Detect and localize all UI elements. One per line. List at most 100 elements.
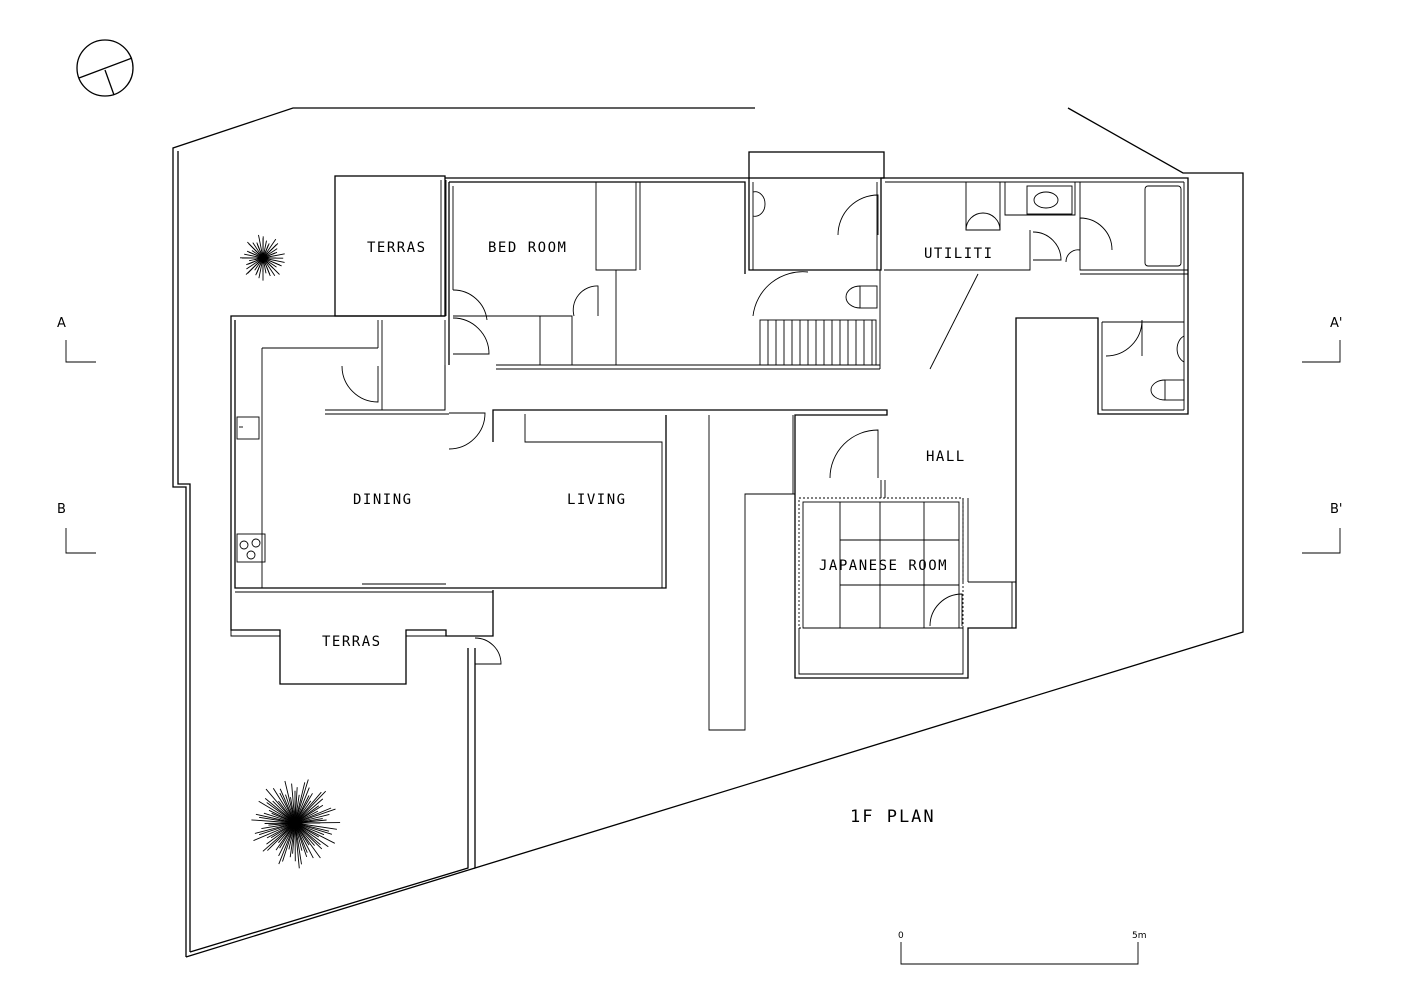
tree-branch [262,244,277,259]
tree-branch [294,822,329,848]
tree-branch [294,813,330,824]
scale-bar-start: 0 [898,931,904,941]
tree-branch [256,244,264,259]
stair-icon [759,319,877,366]
tree-branch [294,805,320,824]
room-label-utiliti: UTILITI [924,246,994,262]
tree-branch [279,792,296,824]
tree-branch [262,238,277,259]
tree-branch [261,822,296,830]
section-mark-b-right: B' [1302,502,1343,554]
drawing-title: 1F PLAN [850,807,936,827]
toilet-icon [845,285,878,309]
tree-branch [262,257,267,274]
tree-branch [249,257,264,262]
tree-branch [262,240,267,259]
room-label-living: LIVING [567,492,627,508]
room-label-terras-south: TERRAS [322,634,382,650]
tree-branch [252,242,264,259]
room-label-bed-room: BED ROOM [488,240,567,256]
tree-branch [248,251,264,259]
tree-branch [294,795,310,824]
tree-branch [294,808,336,824]
tree-branch [262,244,269,259]
section-label-a-right: A' [1330,316,1342,331]
tree-branch [294,822,314,859]
tree-branch [284,780,296,824]
section-label-a-left: A [57,316,66,331]
tree-branch [262,257,280,275]
tree-branch [294,822,308,853]
site-boundary [172,107,1244,958]
stove-icon [236,533,266,563]
tree-branch [262,257,285,263]
door-swings [341,194,1143,665]
tree-branch [262,253,285,259]
room-label-japanese-room: JAPANESE ROOM [819,558,948,574]
tree-branch [262,248,278,259]
tree-branch [265,788,296,824]
section-mark-a-left: A [57,316,96,363]
japanese-room-tatami [798,480,1016,675]
tree-branch [246,257,264,270]
toilet-icon [1150,335,1185,401]
tree-branch [258,257,264,279]
tree-branch [253,822,296,842]
tree-branch [259,816,296,824]
section-label-b-right: B' [1330,502,1343,517]
tree-branch [244,253,264,259]
tree-branch [294,822,337,830]
tree-branch [263,812,296,824]
tree-branch [262,257,271,275]
tree-branch [247,257,264,274]
tree-branch [251,819,296,824]
house-walls [445,151,1189,679]
terras-south [230,590,494,685]
tree-branch [294,779,309,824]
tree-branch [294,822,330,832]
tree-branch [256,257,264,274]
tree-branch [248,243,264,259]
toilet-icon [752,191,766,217]
tree-branch [258,800,296,824]
washbasin-icon [1026,185,1073,215]
tree-branch [278,822,296,865]
tree-icon [251,779,341,869]
tree-branch [294,822,302,865]
sink-icon [236,416,260,440]
tree-branch [268,822,296,826]
tree-branch [266,822,296,845]
room-label-hall: HALL [926,449,966,465]
tree-branch [247,257,264,265]
tree-branch [258,822,296,836]
tree-branch [279,822,296,849]
scale-bar: 0 5m [898,931,1147,965]
tree-branch [294,818,323,824]
tree-branch [294,822,321,859]
tree-branch [294,791,322,824]
tree-icon [239,234,285,281]
tree-branch [266,802,296,824]
room-label-terras-north: TERRAS [367,240,427,256]
tree-branch [271,812,296,824]
tree-branch [294,822,325,836]
tree-branch [292,822,296,854]
tree-branch [262,257,277,268]
tree-branch [294,782,306,824]
tree-branch [282,822,296,862]
tree-branch [262,257,281,266]
tree-branch [272,800,296,824]
section-mark-a-right: A' [1302,316,1342,363]
tree-branch [270,822,296,839]
scale-bar-end: 5m [1132,931,1147,941]
tree-branch [278,822,296,857]
tree-branch [267,822,296,851]
tree-branch [294,822,300,869]
corridor [708,415,795,731]
section-label-b-left: B [57,502,66,517]
tree-branch [262,257,276,277]
tree-branch [258,234,264,259]
north-arrow-icon [76,39,134,97]
room-label-dining: DINING [353,492,413,508]
tree-branch [294,822,321,846]
